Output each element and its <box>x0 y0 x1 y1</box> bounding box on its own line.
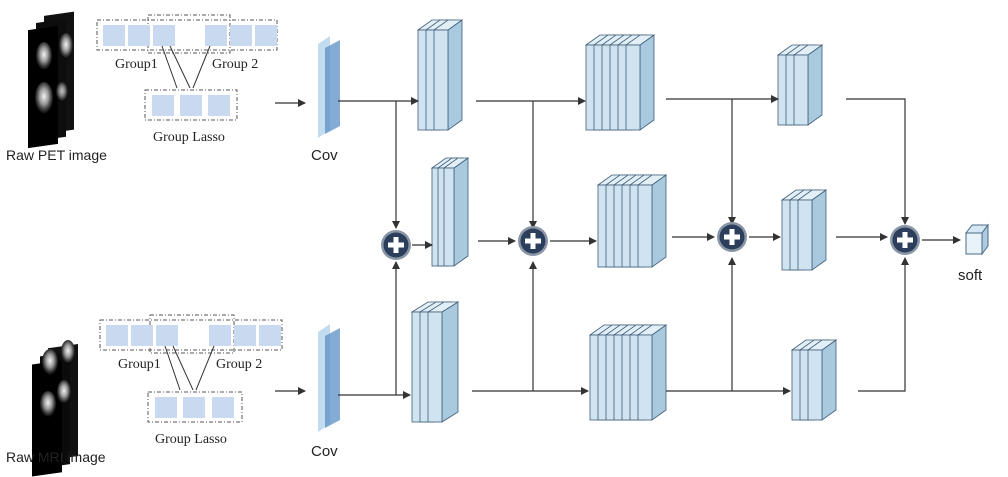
layer-stack-bot-2 <box>588 324 668 421</box>
layer-slice-front <box>427 311 443 423</box>
pet-scan-stack-icon <box>28 11 74 149</box>
plus-circle-fusion-node-4-icon <box>890 225 920 255</box>
plus-circle-fusion-node-3-icon <box>717 222 747 252</box>
layer-slice-side <box>651 324 667 421</box>
layer-slice-side <box>651 174 667 268</box>
group-lasso-top <box>96 14 278 121</box>
layer-stack-mid-3 <box>780 189 828 271</box>
group-lasso-label-top: Group Lasso <box>153 130 225 145</box>
cov-block-top <box>318 36 340 138</box>
cov-label-top: Cov <box>311 147 338 164</box>
soft-label: soft <box>958 267 983 284</box>
layer-stack-mid-2 <box>596 174 668 268</box>
mri-scan-stack-icon <box>32 340 78 477</box>
layer-slice-front <box>807 349 823 421</box>
group2-label-top: Group 2 <box>212 57 258 72</box>
layer-slice-front <box>443 167 455 267</box>
plus-circle-fusion-node-1-icon <box>381 230 411 260</box>
cov-block-bottom <box>318 324 340 432</box>
layer-slice-front <box>793 54 809 126</box>
group-lasso-label-bottom: Group Lasso <box>155 432 227 447</box>
group1-label-top: Group1 <box>115 57 158 72</box>
layer-slice-side <box>821 339 837 421</box>
layer-stack-top-1 <box>416 19 464 131</box>
layer-slice-side <box>807 44 823 126</box>
group1-label-bottom: Group1 <box>118 357 161 372</box>
softmax-cube <box>965 223 989 256</box>
layer-slice-side <box>447 19 463 131</box>
layer-slice-side <box>811 189 827 271</box>
layer-stack-mid-1 <box>430 157 470 267</box>
layer-slice-front <box>637 334 653 421</box>
layer-slice-front <box>433 29 449 131</box>
group-lasso-bottom <box>99 314 283 423</box>
layer-slice-side <box>453 157 469 267</box>
arrow-v4-up <box>858 257 909 392</box>
layer-slice-side <box>441 301 459 423</box>
layer-stack-bot-3 <box>790 339 838 421</box>
layer-slice-side <box>639 34 655 131</box>
layer-slice-front <box>637 184 653 268</box>
group2-label-bottom: Group 2 <box>216 357 262 372</box>
raw-mri-label: Raw MRI image <box>6 449 106 465</box>
plus-circle-fusion-node-2-icon <box>518 226 548 256</box>
layer-stack-top-2 <box>584 34 656 131</box>
layer-slice-front <box>797 199 813 271</box>
layer-stack-top-3 <box>776 44 824 126</box>
raw-pet-label: Raw PET image <box>6 147 107 163</box>
cov-label-bottom: Cov <box>311 443 338 460</box>
arrow-v4-down <box>846 98 909 225</box>
layer-slice-front <box>625 44 641 131</box>
layer-stack-bot-1 <box>410 301 460 423</box>
